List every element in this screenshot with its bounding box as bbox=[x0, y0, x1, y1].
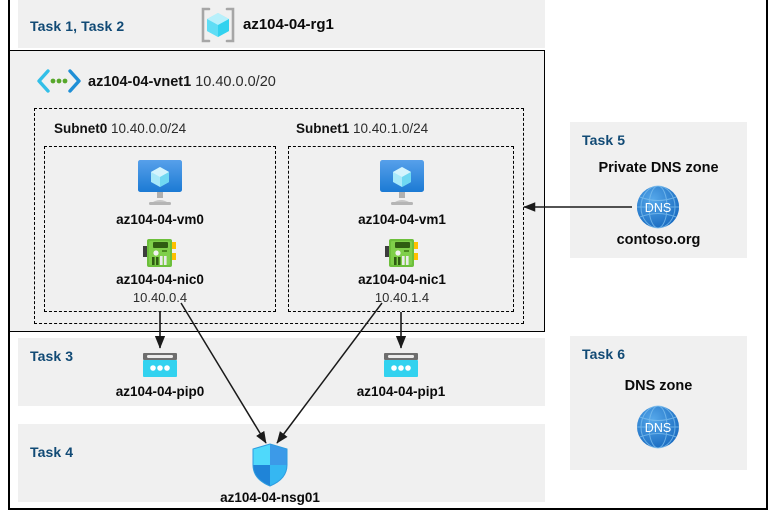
task-label-6: Task 6 bbox=[582, 346, 626, 362]
dns-icon-label: DNS bbox=[645, 421, 671, 435]
network-interface-icon bbox=[385, 238, 419, 268]
subnet0-cidr: 10.40.0.0/24 bbox=[111, 121, 187, 136]
nic1-name: az104-04-nic1 bbox=[358, 272, 446, 287]
task-label-4: Task 4 bbox=[30, 444, 74, 460]
public-ip-address-icon bbox=[382, 351, 420, 381]
virtual-machine-icon bbox=[132, 158, 188, 206]
task-label-1-2: Task 1, Task 2 bbox=[30, 18, 125, 34]
dns-icon-label: DNS bbox=[645, 201, 671, 215]
resource-group-name: az104-04-rg1 bbox=[243, 16, 334, 33]
nic0-name: az104-04-nic0 bbox=[116, 272, 204, 287]
nic0-ip: 10.40.0.4 bbox=[132, 290, 188, 305]
subnet1-title: Subnet1 10.40.1.0/24 bbox=[296, 121, 428, 136]
resource-group-icon bbox=[198, 6, 238, 44]
network-interface-icon bbox=[143, 238, 177, 268]
pip0-name: az104-04-pip0 bbox=[115, 384, 205, 399]
task-label-3: Task 3 bbox=[30, 348, 74, 364]
resource-group-panel bbox=[18, 0, 545, 48]
pip1-name: az104-04-pip1 bbox=[356, 384, 446, 399]
vm1-name: az104-04-vm1 bbox=[358, 212, 446, 227]
private-dns-zone-title: Private DNS zone bbox=[598, 160, 719, 176]
public-ip-address-icon bbox=[141, 351, 179, 381]
vnet-name: az104-04-vnet1 bbox=[88, 74, 192, 90]
vm0-name: az104-04-vm0 bbox=[116, 212, 204, 227]
dns-zone-icon: DNS bbox=[635, 184, 681, 230]
dns-zone-icon: DNS bbox=[635, 404, 681, 450]
virtual-machine-icon bbox=[374, 158, 430, 206]
vnet-title: az104-04-vnet1 10.40.0.0/20 bbox=[88, 74, 276, 90]
nic1-ip: 10.40.1.4 bbox=[374, 290, 430, 305]
dns-zone-title: DNS zone bbox=[624, 378, 693, 394]
subnet1-box bbox=[288, 146, 514, 312]
subnet1-name: Subnet1 bbox=[296, 121, 350, 136]
task-label-5: Task 5 bbox=[582, 132, 626, 148]
virtual-network-panel bbox=[8, 50, 545, 332]
private-dns-zone-name: contoso.org bbox=[616, 232, 701, 248]
subnet1-cidr: 10.40.1.0/24 bbox=[353, 121, 429, 136]
subnet0-title: Subnet0 10.40.0.0/24 bbox=[54, 121, 186, 136]
vnet-cidr: 10.40.0.0/20 bbox=[195, 74, 276, 90]
network-security-group-icon bbox=[251, 443, 289, 487]
subnet0-box bbox=[44, 146, 276, 312]
subnet0-name: Subnet0 bbox=[54, 121, 108, 136]
nsg-name: az104-04-nsg01 bbox=[220, 490, 320, 505]
virtual-network-icon bbox=[36, 68, 82, 94]
